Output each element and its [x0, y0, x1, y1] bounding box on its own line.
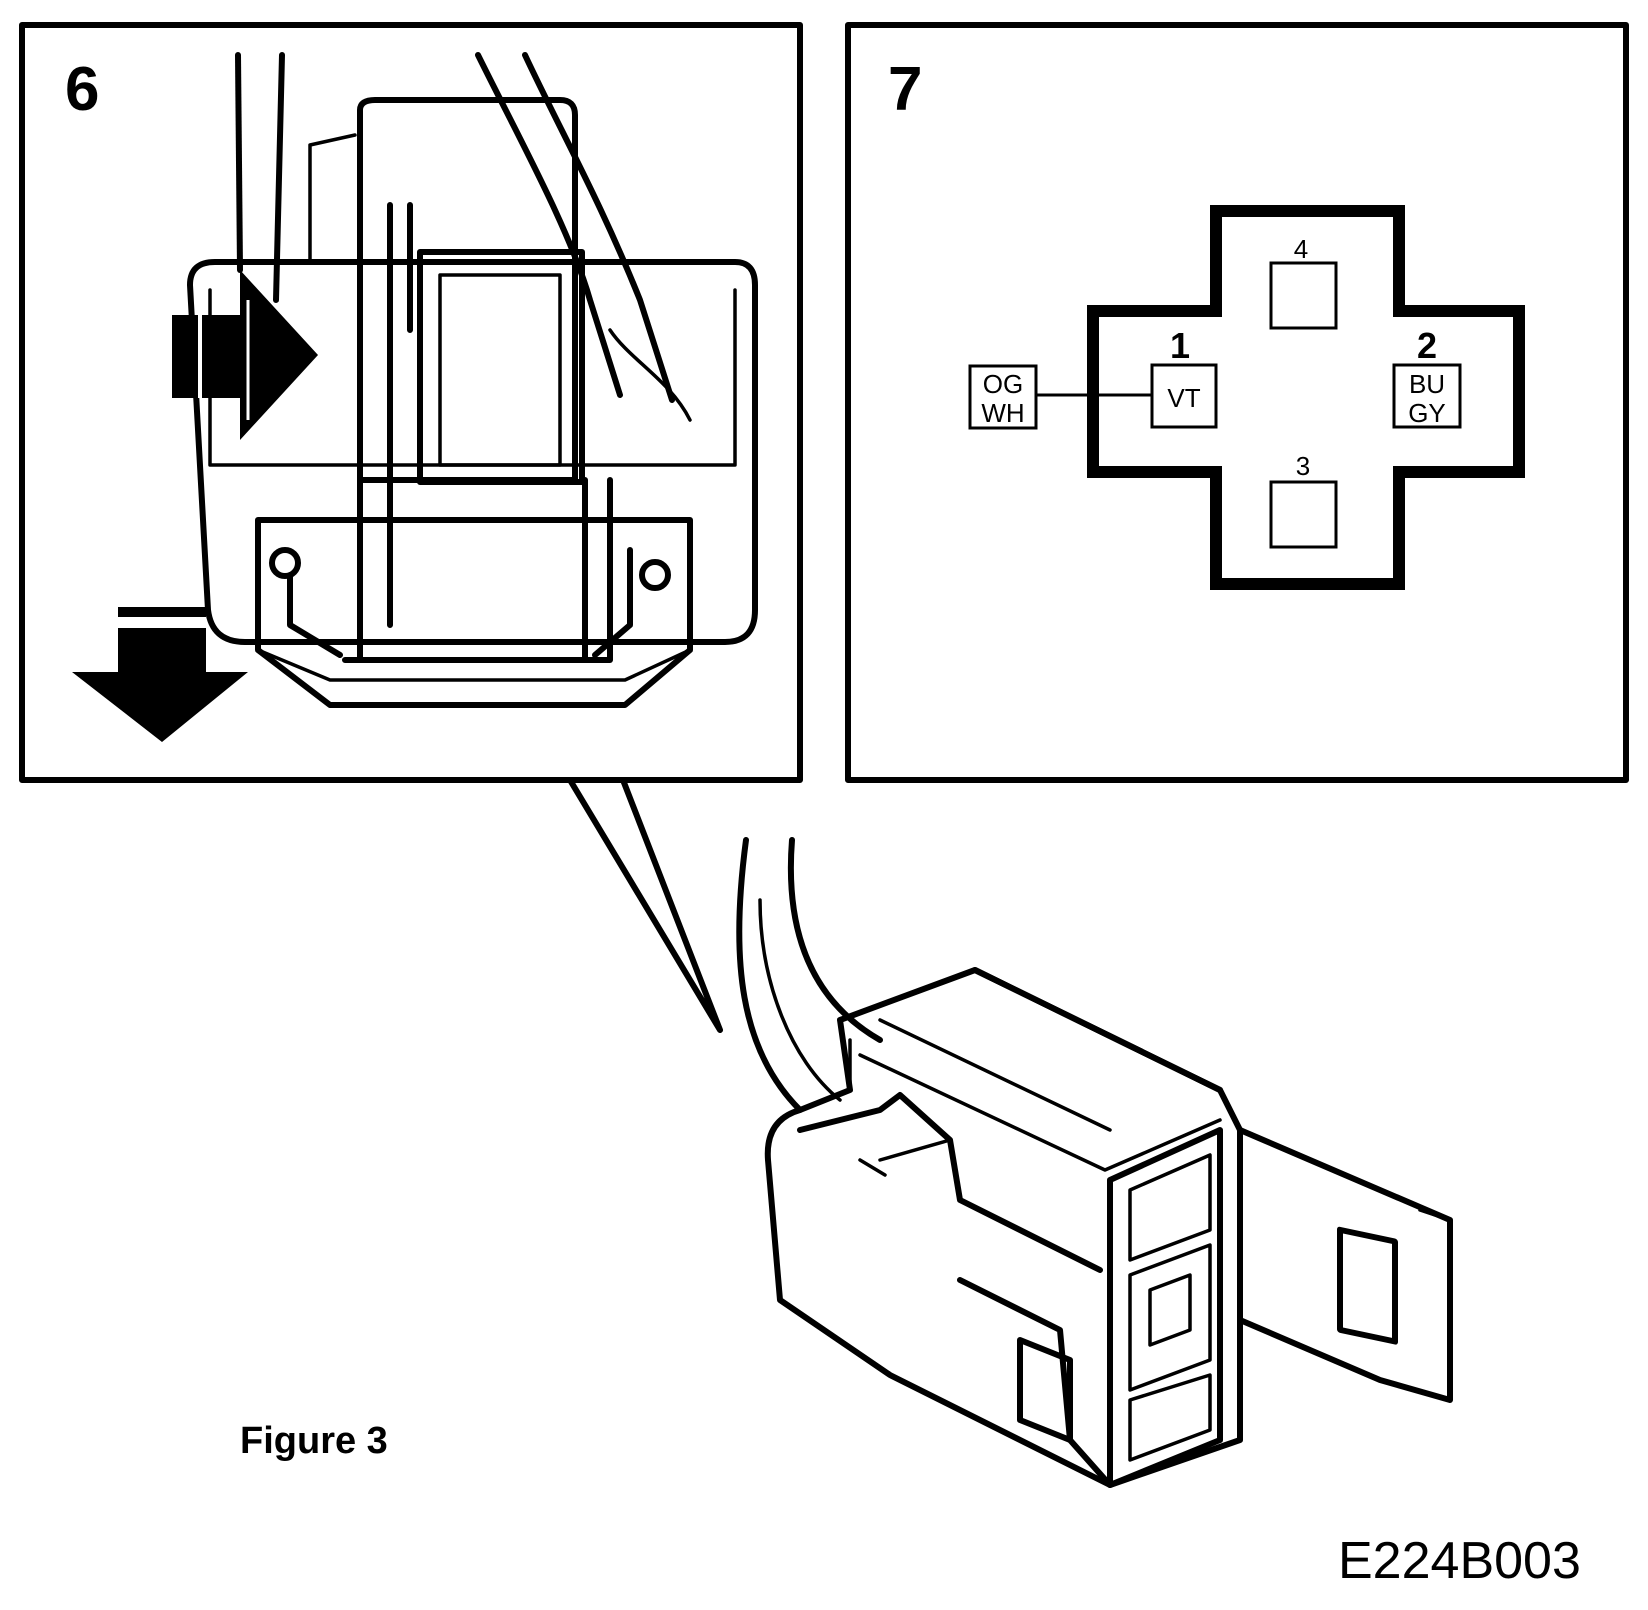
- panel-7-frame: [845, 22, 1629, 783]
- push-arrow-icon: [172, 270, 318, 440]
- pin-2: 2 BU GY: [1392, 325, 1462, 429]
- connector-latch: [255, 517, 693, 708]
- pin-2-color-line1: BU: [1409, 369, 1445, 399]
- pin-1-wire-color-line1: OG: [983, 369, 1023, 399]
- pin-1-color: VT: [1167, 383, 1200, 413]
- panel-7-number: 7: [888, 55, 922, 124]
- pin-4: 4: [1269, 234, 1338, 330]
- pin-4-number: 4: [1294, 234, 1308, 264]
- pin-3-number: 3: [1296, 451, 1310, 481]
- connector-3d-view: [736, 837, 1453, 1488]
- pin-3: 3: [1269, 451, 1338, 549]
- pin-1-wire-color: OG WH: [968, 364, 1152, 430]
- panel-7: 7 4 3 1 VT 2 BU GY: [845, 22, 1629, 783]
- pin-2-number: 2: [1417, 325, 1437, 366]
- connector-face: [1087, 205, 1525, 590]
- pin-1-number: 1: [1170, 325, 1190, 366]
- panel-6-number: 6: [65, 55, 99, 124]
- panel-6: 6: [19, 22, 803, 783]
- pin-1-wire-color-line2: WH: [981, 398, 1024, 428]
- figure-caption: Figure 3: [240, 1420, 388, 1462]
- figure-code: E224B003: [1338, 1532, 1581, 1590]
- callout-pointer: [567, 777, 723, 1033]
- panel-6-frame: [19, 22, 803, 783]
- down-arrow-icon: [72, 607, 248, 742]
- pin-2-color-line2: GY: [1408, 398, 1446, 428]
- connector-front-view: [187, 97, 758, 663]
